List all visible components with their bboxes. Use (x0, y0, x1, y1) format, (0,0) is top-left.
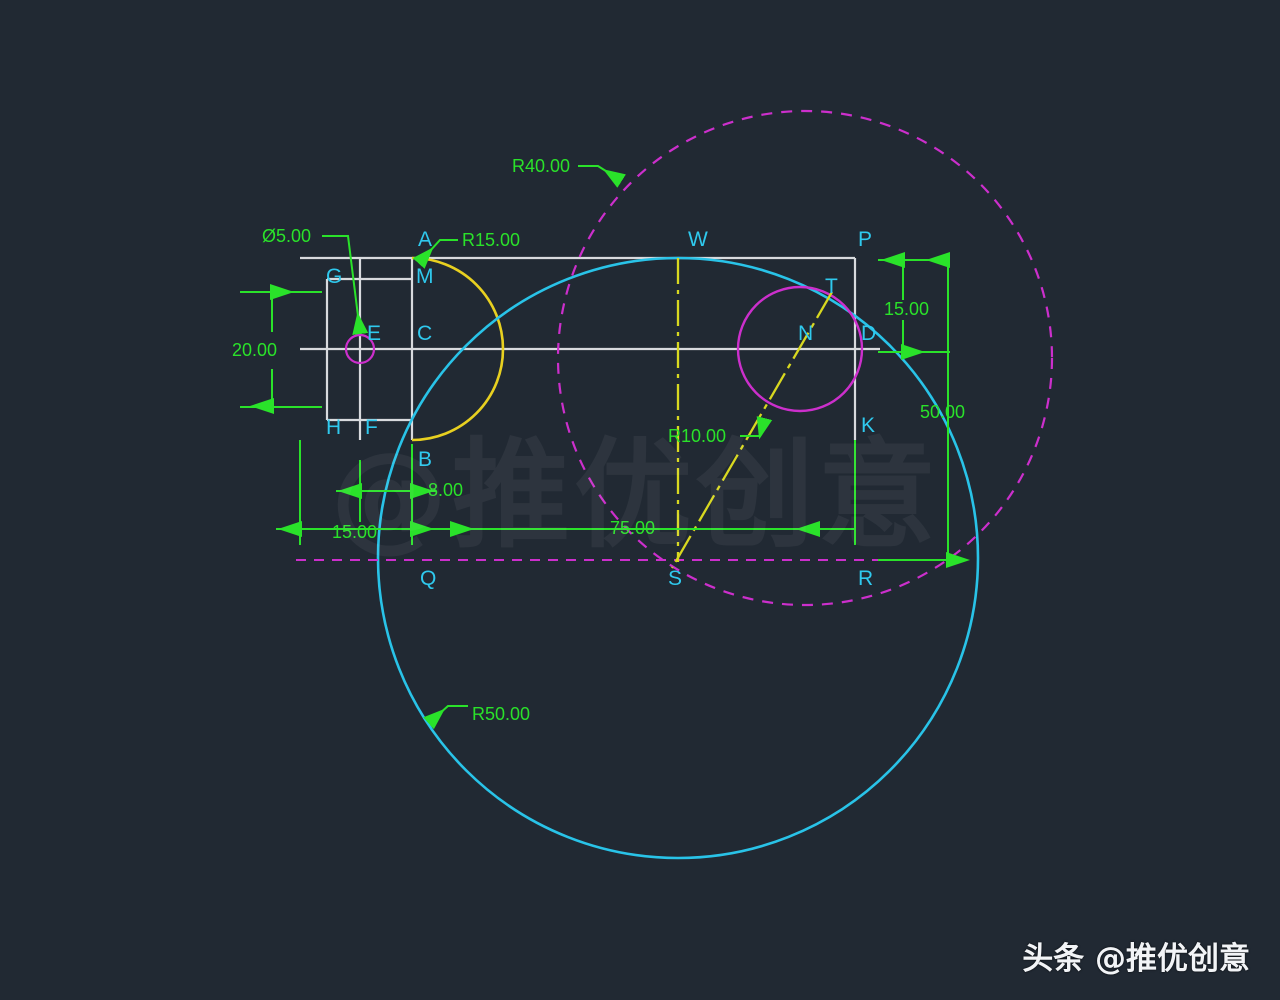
point-label-E: E (367, 322, 381, 345)
dimension-labels: Ø5.00 R15.00 R40.00 20.00 15.00 50.00 R1… (232, 156, 965, 724)
dim-8-group (336, 444, 436, 545)
point-label-G: G (326, 265, 342, 288)
point-label-D: D (861, 322, 876, 345)
dimension-label-75: 75.00 (610, 518, 655, 538)
dimension-label-15-right: 15.00 (884, 299, 929, 319)
watermark-corner: 头条 @推优创意 (1022, 941, 1250, 977)
point-label-C: C (417, 322, 432, 345)
leader-dia5 (322, 235, 369, 335)
dimension-label-20: 20.00 (232, 340, 277, 360)
point-label-Q: Q (420, 567, 436, 590)
point-label-H: H (326, 416, 341, 439)
point-label-K: K (861, 414, 875, 437)
circle-r10 (736, 285, 864, 413)
dimension-label-50: 50.00 (920, 402, 965, 422)
point-label-A: A (418, 228, 432, 251)
dim-50-group (878, 252, 970, 568)
leader-r15 (412, 239, 458, 269)
outline-geometry (300, 256, 880, 440)
dimension-label-r15: R15.00 (462, 230, 520, 250)
dimension-label-dia5: Ø5.00 (262, 226, 311, 246)
dimension-label-r50: R50.00 (472, 704, 530, 724)
inclined-centerline-TN (671, 291, 833, 569)
circle-r40-dashed (556, 109, 1054, 607)
dimension-label-15-bottom: 15.00 (332, 522, 377, 542)
dimension-lines (240, 165, 970, 730)
point-label-B: B (418, 448, 432, 471)
dimension-label-8: 8.00 (428, 480, 463, 500)
point-label-M: M (416, 265, 434, 288)
dimension-label-r10: R10.00 (668, 426, 726, 446)
point-label-P: P (858, 228, 872, 251)
arc-r15-group (411, 256, 505, 442)
centerlines-yellow (671, 258, 833, 569)
point-label-T: T (825, 275, 838, 298)
dimension-label-r40: R40.00 (512, 156, 570, 176)
point-label-W: W (688, 228, 708, 251)
point-label-R: R (858, 567, 873, 590)
point-label-S: S (668, 567, 682, 590)
point-label-F: F (365, 416, 378, 439)
leader-r50 (423, 705, 468, 730)
point-labels: A G M E C W P T N D H F B K Q S R (326, 228, 876, 590)
dim-20-group (240, 284, 322, 414)
leader-r10 (740, 416, 773, 440)
point-label-N: N (798, 322, 813, 345)
leader-r40 (578, 165, 626, 188)
arc-r15 (411, 256, 505, 442)
dim-75-group (412, 440, 856, 545)
circle-dia5 (344, 333, 376, 365)
